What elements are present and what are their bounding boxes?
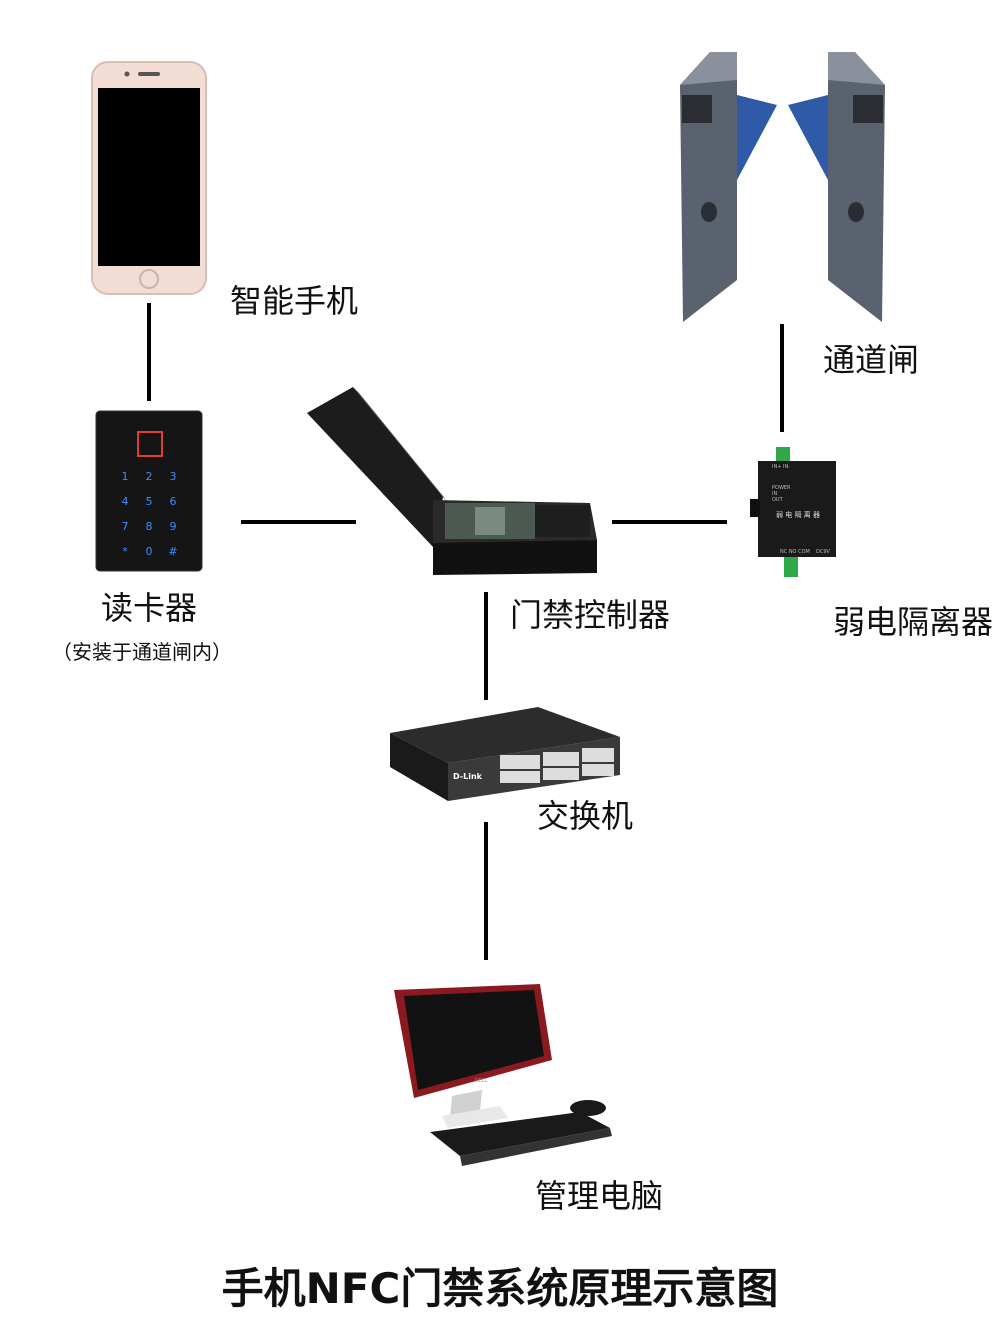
network-switch-image: D-Link [388, 705, 623, 803]
switch-brand: D-Link [453, 772, 483, 781]
keypad-key: # [168, 545, 177, 558]
keypad-key: 4 [122, 495, 129, 508]
keypad-key: 9 [170, 520, 177, 533]
isolator-power-terminal: DC9V [816, 549, 831, 555]
keypad-key: 2 [146, 470, 153, 483]
connector-controller-switch [484, 592, 488, 700]
connector-switch-pc [484, 822, 488, 960]
card-reader-label: 读卡器 [101, 589, 198, 627]
isolator-bottom-terminal: NC NO COM [780, 549, 810, 555]
pc-brand: DELL [475, 1078, 488, 1084]
turnstile-gate-label: 通道闸 [823, 341, 920, 379]
isolator-label: 弱电隔离器 [833, 603, 994, 641]
connector-phone-reader [147, 303, 151, 401]
isolator-port-out: OUT [772, 497, 784, 503]
card-reader-image: 1 2 3 4 5 6 7 8 9 * 0 # [95, 410, 203, 572]
network-switch-label: 交换机 [537, 797, 634, 835]
access-controller-label: 门禁控制器 [510, 596, 671, 634]
keypad-key: 0 [146, 545, 153, 558]
smartphone-image [90, 60, 208, 296]
isolator-top-terminal: IN+ IN- [772, 464, 790, 470]
keypad-key: 5 [146, 495, 153, 508]
connector-gate-isolator [780, 324, 784, 432]
isolator-image: 弱 电 隔 离 器 POWER IN OUT IN+ IN- NC NO COM… [748, 445, 838, 585]
access-controller-image [305, 385, 600, 575]
keypad-key: 1 [122, 470, 129, 483]
keypad-key: 8 [146, 520, 153, 533]
keypad-key: 3 [170, 470, 177, 483]
isolator-device-text: 弱 电 隔 离 器 [776, 510, 820, 519]
keypad-key: * [122, 545, 128, 558]
isolator-port-power: POWER [772, 485, 791, 491]
diagram-title: 手机NFC门禁系统原理示意图 [221, 1264, 779, 1313]
keypad-key: 7 [122, 520, 129, 533]
keypad-key: 6 [170, 495, 177, 508]
management-pc-image: DELL [390, 980, 612, 1180]
smartphone-label: 智能手机 [230, 282, 359, 320]
isolator-port-in: IN [772, 491, 777, 497]
connector-reader-controller [241, 520, 356, 524]
turnstile-gate-image [665, 50, 900, 325]
connector-controller-isolator [612, 520, 727, 524]
management-pc-label: 管理电脑 [535, 1177, 664, 1215]
card-reader-note: （安装于通道闸内） [52, 640, 232, 664]
